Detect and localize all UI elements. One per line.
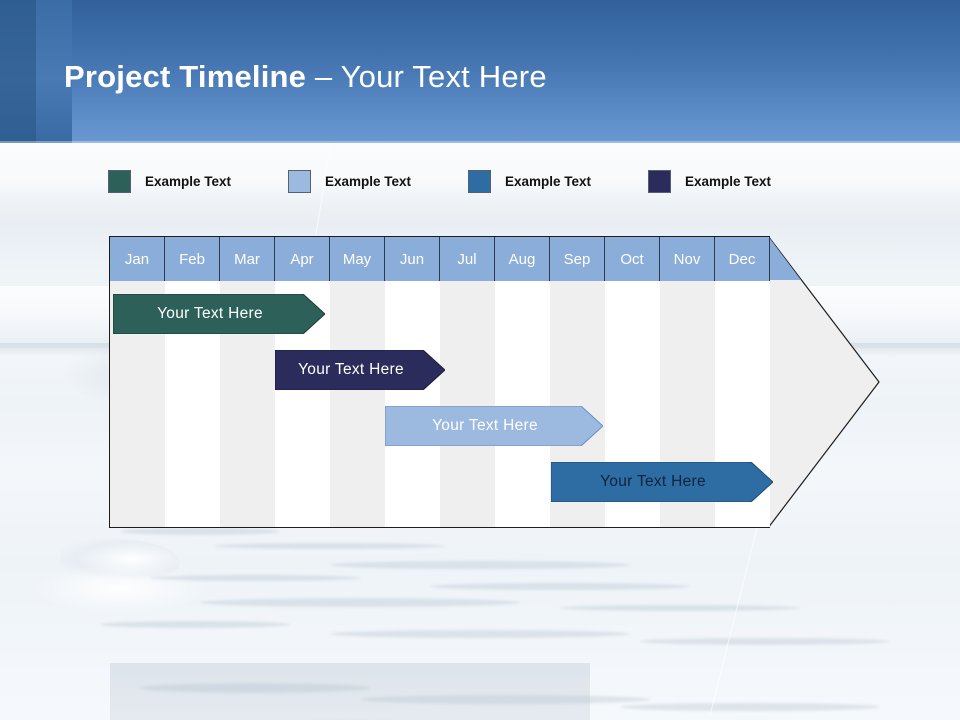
month-header-nov[interactable]: Nov [660, 237, 715, 281]
water-ripple [200, 598, 520, 607]
timeline-arrow-head [768, 236, 960, 528]
month-header-oct[interactable]: Oct [605, 237, 660, 281]
legend-item-1[interactable]: Example Text [108, 168, 231, 194]
month-header-feb[interactable]: Feb [165, 237, 220, 281]
month-header-jun[interactable]: Jun [385, 237, 440, 281]
month-header-jan[interactable]: Jan [110, 237, 165, 281]
timeline-chart: Jan Feb Mar Apr May Jun Jul Aug Sep Oct … [109, 236, 880, 528]
task-bar-1-label: Your Text Here [157, 305, 263, 322]
page-title: Project Timeline – Your Text Here [64, 59, 547, 95]
timeline-column-feb [165, 237, 220, 527]
background-wake [30, 563, 210, 613]
task-bar-2-label: Your Text Here [298, 361, 404, 378]
task-bar-2[interactable]: Your Text Here [275, 350, 445, 390]
legend: Example Text Example Text Example Text E… [108, 168, 808, 196]
background-reflection [110, 663, 590, 720]
water-ripple [330, 630, 630, 638]
legend-swatch-icon-1 [108, 169, 131, 193]
timeline-column-jan [110, 237, 165, 527]
legend-swatch-icon-4 [648, 169, 671, 193]
water-ripple [620, 703, 880, 711]
month-header-sep[interactable]: Sep [550, 237, 605, 281]
task-bar-4-label: Your Text Here [600, 473, 706, 490]
month-header-apr[interactable]: Apr [275, 237, 330, 281]
timeline-column-jul [440, 237, 495, 527]
legend-swatch-icon-2 [288, 169, 311, 193]
water-ripple [150, 575, 360, 581]
water-ripple [215, 543, 445, 549]
water-ripple [120, 528, 280, 535]
legend-label-2: Example Text [325, 173, 412, 189]
water-ripple [100, 621, 290, 628]
legend-label-1: Example Text [145, 173, 232, 189]
timeline-column-aug [495, 237, 550, 527]
title-stripe-dark [0, 0, 36, 143]
title-bar: Project Timeline – Your Text Here [0, 0, 960, 143]
water-ripple [360, 695, 650, 704]
month-header-aug[interactable]: Aug [495, 237, 550, 281]
legend-swatch-icon-3 [468, 169, 491, 193]
page-title-rest: – Your Text Here [306, 59, 547, 94]
water-ripple [140, 683, 370, 693]
legend-item-3[interactable]: Example Text [468, 168, 591, 194]
title-background [72, 0, 960, 143]
page-title-strong: Project Timeline [64, 59, 307, 94]
timeline-column-mar [220, 237, 275, 527]
water-ripple [560, 605, 800, 611]
task-bar-3[interactable]: Your Text Here [385, 406, 603, 446]
month-header-may[interactable]: May [330, 237, 385, 281]
title-underline [0, 141, 960, 143]
legend-item-2[interactable]: Example Text [288, 168, 411, 194]
month-header-jul[interactable]: Jul [440, 237, 495, 281]
month-header-mar[interactable]: Mar [220, 237, 275, 281]
legend-item-4[interactable]: Example Text [648, 168, 771, 194]
title-stripe-mid [36, 0, 72, 143]
timeline-header-row: Jan Feb Mar Apr May Jun Jul Aug Sep Oct … [110, 237, 770, 281]
water-ripple [330, 561, 630, 569]
legend-label-4: Example Text [685, 173, 772, 189]
month-header-dec[interactable]: Dec [715, 237, 770, 281]
task-bar-4[interactable]: Your Text Here [551, 462, 773, 502]
task-bar-3-label: Your Text Here [432, 417, 538, 434]
legend-label-3: Example Text [505, 173, 592, 189]
task-bar-1[interactable]: Your Text Here [113, 294, 325, 334]
timeline-grid: Jan Feb Mar Apr May Jun Jul Aug Sep Oct … [109, 236, 773, 528]
water-ripple [640, 638, 890, 645]
water-ripple [430, 583, 690, 590]
